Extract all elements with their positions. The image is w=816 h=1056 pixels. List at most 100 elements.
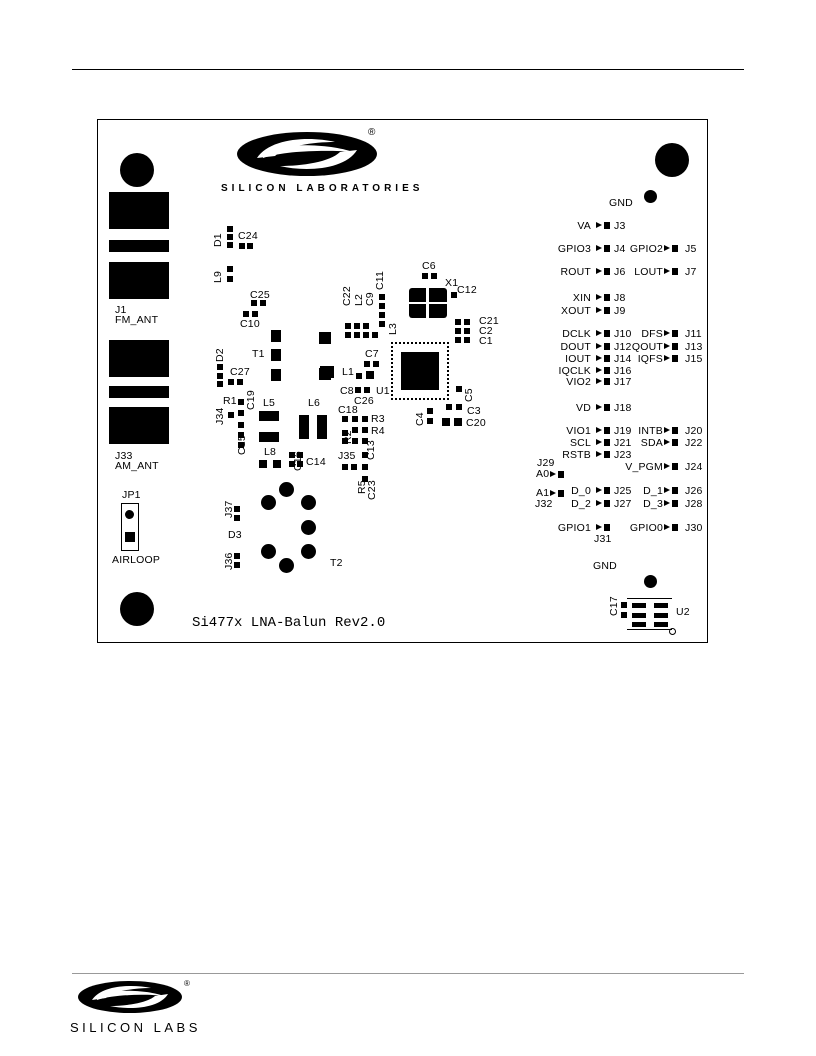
component-ref-u1: U1	[376, 385, 390, 397]
component-pad	[363, 323, 369, 329]
component-ref-r3: R3	[371, 413, 385, 425]
component-pad	[364, 387, 370, 393]
component-pad	[227, 276, 233, 282]
component-ref-c25: C25	[250, 289, 270, 301]
component-pad	[379, 312, 385, 318]
test-pin	[664, 355, 678, 362]
component-pad	[217, 373, 223, 379]
component-ref-l1: L1	[342, 366, 355, 378]
test-pin	[596, 355, 610, 362]
component-ref-c8: C8	[340, 385, 354, 397]
signal-ref-j9: J9	[614, 305, 626, 317]
component-pad	[456, 386, 462, 392]
signal-ref-j30: J30	[685, 522, 703, 534]
component-pad	[455, 337, 461, 343]
component-ref-c6: C6	[422, 260, 436, 272]
transformer-t2-pin	[261, 495, 276, 510]
component-pad	[379, 321, 385, 327]
signal-label-gpio0: GPIO0	[629, 522, 663, 534]
signal-label-iqclk: IQCLK	[558, 365, 591, 377]
component-pad	[352, 416, 358, 422]
test-pin	[664, 343, 678, 350]
signal-label-d3: D_3	[643, 498, 663, 510]
test-pin	[596, 524, 610, 531]
fm-antenna-ref: J1	[115, 304, 127, 316]
component-ref-j34: J34	[214, 407, 226, 425]
component-pad	[289, 452, 295, 458]
transformer-t2-pin	[279, 482, 294, 497]
signal-label-rstb: RSTB	[562, 449, 591, 461]
test-pin	[664, 245, 678, 252]
signal-ref-j16: J16	[614, 365, 632, 377]
test-pin	[664, 427, 678, 434]
am-antenna-label: AM_ANT	[115, 460, 159, 472]
address-label-a0: A0	[536, 468, 550, 480]
test-pin	[596, 487, 610, 494]
footer-logo-icon	[78, 981, 182, 1013]
component-ref-l9: L9	[212, 270, 224, 283]
component-pad	[227, 242, 233, 248]
jumper-label: AIRLOOP	[112, 554, 161, 566]
am-antenna-pad	[109, 407, 169, 444]
component-pad	[455, 328, 461, 334]
component-ref-c19: C19	[245, 390, 257, 410]
component-pad	[355, 387, 361, 393]
signal-ref-j25: J25	[614, 485, 632, 497]
signal-ref-j21: J21	[614, 437, 632, 449]
component-ref-c11: C11	[374, 270, 386, 290]
component-pad	[238, 432, 244, 438]
signal-label-gpio2: GPIO2	[629, 243, 663, 255]
test-pin	[596, 222, 610, 229]
inductor-pad	[299, 415, 309, 439]
component-ref-u2: U2	[676, 606, 690, 618]
signal-label-vio1: VIO1	[566, 425, 591, 437]
component-pad	[273, 460, 281, 468]
component-pad	[234, 562, 240, 568]
component-pad	[422, 273, 428, 279]
gnd-pad	[644, 190, 657, 203]
component-pad	[252, 311, 258, 317]
gnd-label: GND	[593, 560, 617, 572]
component-ref-c5: C5	[463, 388, 475, 402]
test-pin	[596, 427, 610, 434]
component-ref-c3: C3	[467, 405, 481, 417]
signal-label-xout: XOUT	[561, 305, 591, 317]
signal-label-iqfs: IQFS	[637, 353, 663, 365]
signal-ref-j15: J15	[685, 353, 703, 365]
component-pad	[227, 226, 233, 232]
signal-ref-j13: J13	[685, 341, 703, 353]
component-pad	[320, 366, 334, 378]
test-pin	[664, 524, 678, 531]
component-pad	[363, 332, 369, 338]
u2-pad	[632, 603, 646, 608]
component-ref-c17: C17	[608, 596, 620, 616]
fm-antenna-pad	[109, 192, 169, 229]
test-pin	[596, 294, 610, 301]
component-pad	[456, 404, 462, 410]
signal-ref-j31: J31	[594, 533, 612, 545]
component-ref-c26: C26	[354, 395, 374, 407]
component-ref-c9: C9	[364, 292, 376, 306]
component-ref-d1: D1	[212, 233, 224, 247]
component-ref-l3: L3	[387, 322, 399, 335]
signal-ref-j8: J8	[614, 292, 626, 304]
signal-ref-j24: J24	[685, 461, 703, 473]
component-ref-c23: C23	[366, 480, 378, 500]
u2-pad	[632, 613, 646, 618]
component-pad	[238, 410, 244, 416]
component-ref-l6: L6	[308, 397, 321, 409]
board-title: Si477x LNA-Balun Rev2.0	[192, 615, 386, 631]
component-pad	[427, 408, 433, 414]
component-pad	[464, 328, 470, 334]
signal-label-dfs: DFS	[641, 328, 663, 340]
signal-label-scl: SCL	[569, 437, 591, 449]
component-ref-c18: C18	[338, 404, 358, 416]
component-pad	[364, 361, 370, 367]
signal-label-dclk: DCLK	[562, 328, 591, 340]
component-pad	[621, 602, 627, 608]
signal-ref-j3: J3	[614, 220, 626, 232]
component-pad	[238, 422, 244, 428]
transformer-t2-pin	[301, 520, 316, 535]
transformer-t2-pin	[301, 544, 316, 559]
signal-label-d2: D_2	[571, 498, 591, 510]
